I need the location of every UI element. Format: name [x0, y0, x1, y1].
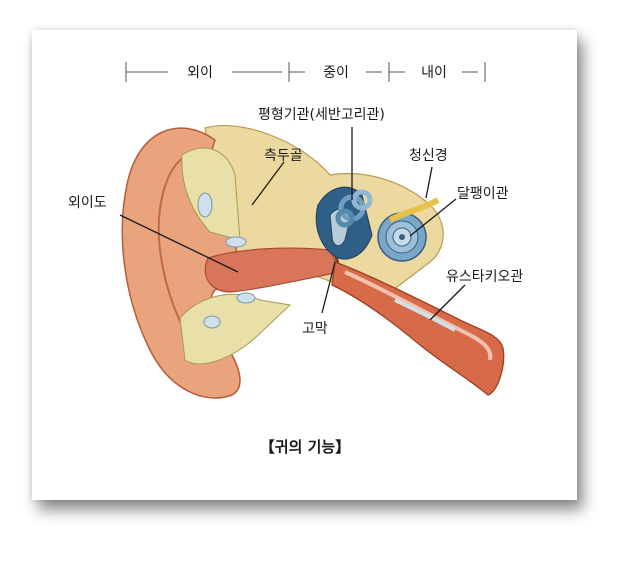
cartilage-hole-3 [203, 315, 221, 329]
figure-caption: 【귀의 기능】 [260, 438, 350, 456]
header-middle-ear: 중이 [323, 65, 349, 81]
section-ruler [125, 62, 486, 82]
label-auditory-nerve: 청신경 [409, 148, 448, 164]
cartilage-lower [179, 293, 292, 365]
label-eardrum: 고막 [302, 321, 328, 337]
leader-lines [119, 127, 466, 321]
header-inner-ear: 내이 [421, 65, 447, 81]
ear-canal-shape [204, 247, 341, 293]
label-temporal-bone: 측두골 [264, 148, 303, 164]
cartilage-upper [181, 147, 241, 241]
eustachian-tube-lumen [344, 270, 493, 361]
auditory-nerve-shape [388, 197, 440, 223]
cartilage-hole-4 [236, 292, 256, 304]
cartilage-hole-1 [197, 192, 213, 218]
label-eustachian-tube: 유스타키오관 [446, 269, 523, 285]
header-outer-ear: 외이 [187, 65, 213, 81]
cochlea-shape [377, 212, 427, 262]
eustachian-tube-inner [394, 298, 456, 332]
eustachian-tube-shape [331, 261, 505, 396]
label-ear-canal: 외이도 [68, 195, 107, 211]
cartilage-hole-2 [225, 236, 247, 248]
label-cochlea: 달팽이관 [457, 186, 509, 202]
label-semicircular-canals: 평형기관(세반고리관) [258, 107, 385, 123]
